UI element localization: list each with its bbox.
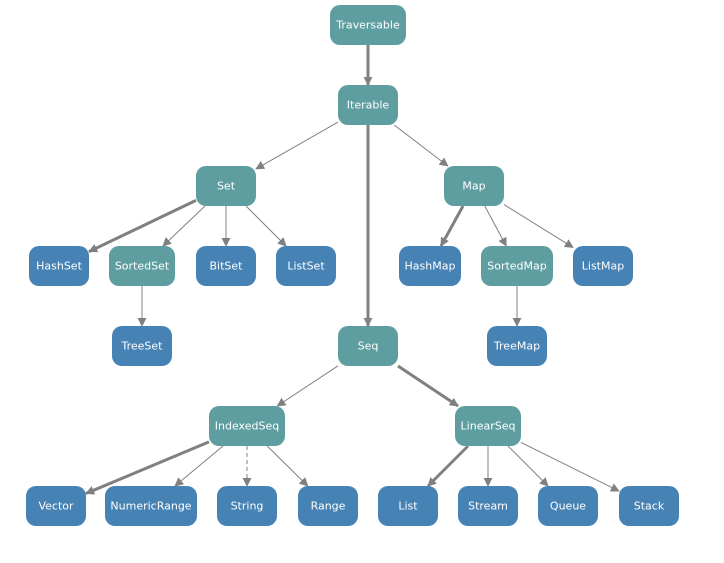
node-box-string: [217, 486, 277, 526]
node-label-listmap: ListMap: [582, 260, 624, 273]
node-box-stream: [458, 486, 518, 526]
edge-linearseq-to-queue: [507, 445, 549, 487]
node-hashset: HashSet: [29, 246, 89, 286]
node-box-bitset: [196, 246, 256, 286]
node-label-treemap: TreeMap: [493, 340, 540, 353]
node-box-map: [444, 166, 504, 206]
node-linearseq: LinearSeq: [455, 406, 521, 446]
edge-iterable-to-set: [255, 121, 339, 170]
node-label-treeset: TreeSet: [121, 340, 164, 353]
node-label-sortedset: SortedSet: [115, 260, 170, 273]
node-box-vector: [26, 486, 86, 526]
node-label-iterable: Iterable: [347, 99, 390, 112]
node-label-range: Range: [311, 500, 346, 513]
edge-layer: [85, 45, 620, 495]
node-box-traversable: [330, 5, 406, 45]
node-box-iterable: [338, 85, 398, 125]
node-box-treeset: [112, 326, 172, 366]
node-label-stack: Stack: [634, 500, 665, 513]
node-traversable: Traversable: [330, 5, 406, 45]
node-label-listset: ListSet: [287, 260, 325, 273]
node-label-hashmap: HashMap: [405, 260, 456, 273]
edge-indexedseq-to-range: [266, 445, 309, 487]
node-queue: Queue: [538, 486, 598, 526]
node-bitset: BitSet: [196, 246, 256, 286]
edge-set-to-sortedset: [162, 205, 206, 247]
node-box-treemap: [487, 326, 547, 366]
edge-map-to-sortedmap: [484, 205, 507, 247]
node-stream: Stream: [458, 486, 518, 526]
edge-indexedseq-to-vector: [85, 440, 210, 495]
node-label-string: String: [231, 500, 264, 513]
node-treemap: TreeMap: [487, 326, 547, 366]
node-box-list: [378, 486, 438, 526]
edge-set-to-hashset: [88, 199, 197, 253]
edge-seq-to-linearseq: [397, 364, 459, 408]
node-label-set: Set: [217, 180, 236, 193]
node-string: String: [217, 486, 277, 526]
node-numericrange: NumericRange: [105, 486, 197, 526]
node-listmap: ListMap: [573, 246, 633, 286]
node-sortedset: SortedSet: [109, 246, 175, 286]
node-range: Range: [298, 486, 358, 526]
node-label-sortedmap: SortedMap: [487, 260, 547, 273]
node-list: List: [378, 486, 438, 526]
node-box-sortedmap: [481, 246, 553, 286]
node-box-seq: [338, 326, 398, 366]
node-label-seq: Seq: [358, 340, 379, 353]
node-label-list: List: [398, 500, 418, 513]
edge-seq-to-indexedseq: [276, 365, 339, 407]
node-box-linearseq: [455, 406, 521, 446]
node-label-linearseq: LinearSeq: [461, 420, 516, 433]
node-label-vector: Vector: [38, 500, 74, 513]
node-map: Map: [444, 166, 504, 206]
node-listset: ListSet: [276, 246, 336, 286]
edge-set-to-listset: [245, 205, 287, 247]
node-box-indexedseq: [209, 406, 285, 446]
node-label-numericrange: NumericRange: [110, 500, 191, 513]
node-label-map: Map: [462, 180, 485, 193]
edge-linearseq-to-list: [426, 444, 470, 488]
edge-map-to-hashmap: [439, 205, 465, 247]
node-box-numericrange: [105, 486, 197, 526]
node-box-range: [298, 486, 358, 526]
node-box-set: [196, 166, 256, 206]
node-box-hashmap: [399, 246, 461, 286]
node-box-hashset: [29, 246, 89, 286]
node-label-hashset: HashSet: [36, 260, 82, 273]
node-label-bitset: BitSet: [210, 260, 244, 273]
node-label-stream: Stream: [468, 500, 508, 513]
node-set: Set: [196, 166, 256, 206]
edge-indexedseq-to-numericrange: [174, 445, 224, 487]
node-box-stack: [619, 486, 679, 526]
node-label-indexedseq: IndexedSeq: [215, 420, 279, 433]
node-box-listmap: [573, 246, 633, 286]
node-indexedseq: IndexedSeq: [209, 406, 285, 446]
node-treeset: TreeSet: [112, 326, 172, 366]
node-stack: Stack: [619, 486, 679, 526]
node-box-queue: [538, 486, 598, 526]
node-seq: Seq: [338, 326, 398, 366]
node-box-sortedset: [109, 246, 175, 286]
node-label-traversable: Traversable: [335, 19, 400, 32]
node-box-listset: [276, 246, 336, 286]
edge-map-to-listmap: [503, 204, 574, 248]
node-sortedmap: SortedMap: [481, 246, 553, 286]
node-vector: Vector: [26, 486, 86, 526]
edge-linearseq-to-stack: [520, 441, 620, 492]
node-iterable: Iterable: [338, 85, 398, 125]
edge-iterable-to-map: [393, 124, 449, 167]
node-hashmap: HashMap: [399, 246, 461, 286]
node-label-queue: Queue: [550, 500, 586, 513]
